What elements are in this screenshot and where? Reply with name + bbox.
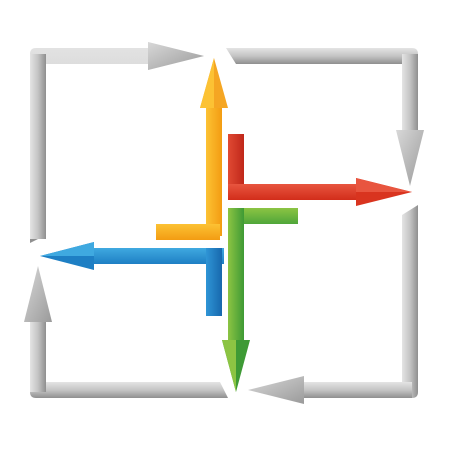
left-frame-arrow — [24, 266, 228, 398]
orange-arrow — [156, 58, 228, 240]
blue-arrow — [40, 242, 224, 316]
right-frame-arrow — [226, 48, 424, 186]
red-arrow — [228, 134, 412, 206]
green-arrow — [222, 208, 298, 392]
top-frame-arrow — [30, 42, 204, 243]
bottom-frame-arrow — [248, 205, 418, 404]
